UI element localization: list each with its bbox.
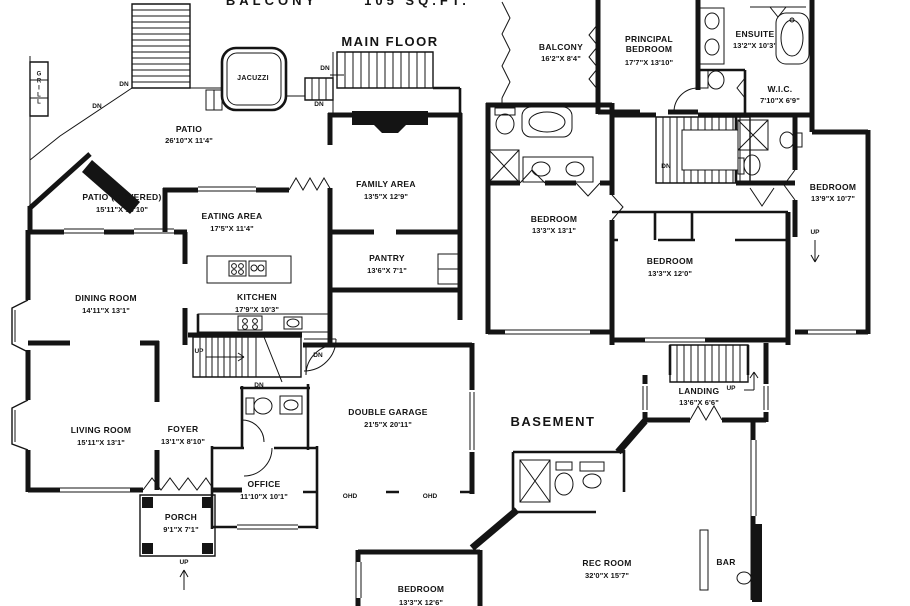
room-label-patio: PATIO: [175, 124, 203, 134]
dim-label-bedroom-right: 13'9"X 10'7": [811, 194, 855, 203]
dim-label-ensuite: 13'2"X 10'3": [733, 41, 777, 50]
dim-label-eating-area: 17'5"X 11'4": [210, 224, 254, 233]
room-label-eating-area: EATING AREA: [201, 211, 263, 221]
dim-label-porch: 9'1"X 7'1": [163, 525, 199, 534]
stair-direction-label: DN: [119, 81, 129, 88]
room-label-office: OFFICE: [247, 479, 281, 489]
basement-title: BASEMENT: [510, 414, 596, 429]
dim-label-landing: 13'6"X 6'6": [679, 398, 719, 407]
dim-label-foyer: 13'1"X 8'10": [161, 437, 205, 446]
room-label-bar: BAR: [716, 557, 736, 567]
room-label-double-garage: DOUBLE GARAGE: [348, 407, 428, 417]
stair-direction-label: DN: [313, 352, 323, 359]
room-label-family-area: FAMILY AREA: [356, 179, 416, 189]
room-label-wic: W.I.C.: [767, 84, 793, 94]
dim-label-double-garage: 21'5"X 20'11": [364, 420, 412, 429]
stair-direction-label: DN: [254, 382, 264, 389]
room-label-porch: PORCH: [164, 512, 198, 522]
stair-direction-label: DN: [92, 103, 102, 110]
room-label-bedroom-middle: BEDROOM: [646, 256, 694, 266]
main-floor-title: MAIN FLOOR: [341, 34, 439, 49]
dim-label-dining-room: 14'11"X 13'1": [82, 306, 130, 315]
dim-label-patio: 26'10"X 11'4": [165, 136, 213, 145]
stair-direction-label: UP: [726, 385, 736, 392]
main-floor-details: [11, 3, 475, 598]
room-label-dining-room: DINING ROOM: [75, 293, 137, 303]
dim-label-patio-covered: 15'11"X 10'10": [95, 205, 149, 214]
stair-direction-label: DN: [320, 65, 330, 72]
room-label-balcony: BALCONY: [538, 42, 584, 52]
dim-label-wic: 7'10"X 6'9": [760, 96, 800, 105]
dim-label-living-room: 15'11"X 13'1": [77, 438, 125, 447]
top-balcony-label: BALCONY: [225, 0, 319, 8]
room-label-foyer: FOYER: [167, 424, 199, 434]
dim-label-kitchen: 17'9"X 10'3": [235, 305, 279, 314]
room-label-bedroom-right: BEDROOM: [809, 182, 857, 192]
dim-label-family-area: 13'5"X 12'9": [364, 192, 408, 201]
dim-label-rec-room: 32'0"X 15'7": [585, 571, 629, 580]
room-label-patio-covered: PATIO (COVERED): [82, 192, 162, 202]
dim-label-pantry: 13'6"X 7'1": [367, 266, 407, 275]
room-label-pantry: PANTRY: [369, 253, 405, 263]
stair-direction-label: DN: [314, 101, 324, 108]
top-sqft-label: 105 SQ.FT.: [364, 0, 470, 8]
stair-direction-label: DN: [661, 163, 671, 170]
room-label-bedroom-left: BEDROOM: [530, 214, 578, 224]
stair-direction-label: UP: [810, 229, 820, 236]
dim-label-balcony: 16'2"X 8'4": [541, 54, 581, 63]
room-label-basement-bedroom: BEDROOM: [397, 584, 445, 594]
room-label-principal-bedroom: PRINCIPAL BEDROOM: [625, 34, 673, 54]
main-floor-walls: [25, 86, 483, 606]
stair-direction-label: UP: [194, 348, 204, 355]
dim-label-basement-bedroom: 13'3"X 12'6": [399, 598, 443, 606]
garage-door-label: OHD: [342, 493, 358, 500]
stair-direction-label: UP: [179, 559, 189, 566]
upper-floor-details: [488, 1, 856, 343]
room-label-landing: LANDING: [678, 386, 720, 396]
dim-label-office: 11'10"X 10'1": [240, 492, 288, 501]
room-label-rec-room: REC ROOM: [582, 558, 632, 568]
grill-label: GRILL: [36, 71, 42, 107]
basement-details: [519, 344, 769, 591]
dim-label-bedroom-left: 13'3"X 13'1": [532, 226, 576, 235]
dim-label-principal-bedroom: 17'7"X 13'10": [624, 58, 674, 67]
room-label-kitchen: KITCHEN: [237, 292, 277, 302]
dim-label-bedroom-middle: 13'3"X 12'0": [648, 269, 692, 278]
room-label-living-room: LIVING ROOM: [70, 425, 132, 435]
room-label-jacuzzi: JACUZZI: [237, 75, 269, 82]
room-label-ensuite: ENSUITE: [735, 29, 775, 39]
garage-door-label: OHD: [422, 493, 438, 500]
